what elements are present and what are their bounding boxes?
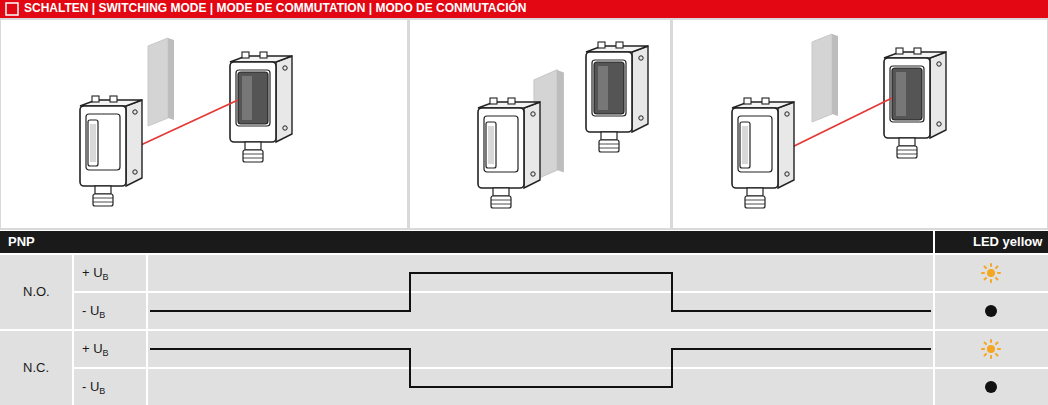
subscript: B: [103, 348, 109, 358]
subscript: B: [99, 310, 105, 320]
label-text: PNP: [8, 234, 35, 249]
signal-no: [150, 273, 931, 311]
header-divider: [933, 231, 935, 253]
panel: [1, 20, 407, 228]
output-type: N.C.: [23, 361, 49, 376]
led-on: [982, 264, 1000, 282]
header-icon: [6, 3, 18, 15]
signal-level: - UB: [82, 380, 105, 395]
sensor-scene: [80, 38, 292, 206]
subscript: B: [99, 386, 105, 396]
table-cells: [0, 255, 1048, 405]
panel: [410, 20, 670, 228]
sensor-scene: [478, 42, 648, 208]
led-off: [985, 305, 997, 317]
panel: [673, 20, 1047, 228]
signal-level: + UB: [82, 266, 109, 281]
signal-level: + UB: [82, 342, 109, 357]
table-heading: PNP: [8, 235, 35, 250]
panel-ground: [0, 18, 1048, 230]
label-text: - U: [82, 379, 99, 394]
header-title: SCHALTEN | SWITCHING MODE | MODE DE COMM…: [24, 2, 527, 16]
label-text: + U: [82, 341, 103, 356]
label-text: + U: [82, 265, 103, 280]
header-bar: [0, 0, 1048, 18]
label-text: N.C.: [23, 360, 49, 375]
signal-nc: [150, 349, 931, 387]
table-header: [0, 231, 1048, 253]
led-off: [985, 381, 997, 393]
led-on: [982, 340, 1000, 358]
signal-level: - UB: [82, 304, 105, 319]
label-text: LED yellow: [973, 234, 1042, 249]
label-text: - U: [82, 303, 99, 318]
output-type: N.O.: [23, 285, 50, 300]
table-heading: LED yellow: [973, 235, 1042, 250]
sensor-scene: [732, 34, 946, 208]
subscript: B: [103, 272, 109, 282]
label-text: N.O.: [23, 284, 50, 299]
